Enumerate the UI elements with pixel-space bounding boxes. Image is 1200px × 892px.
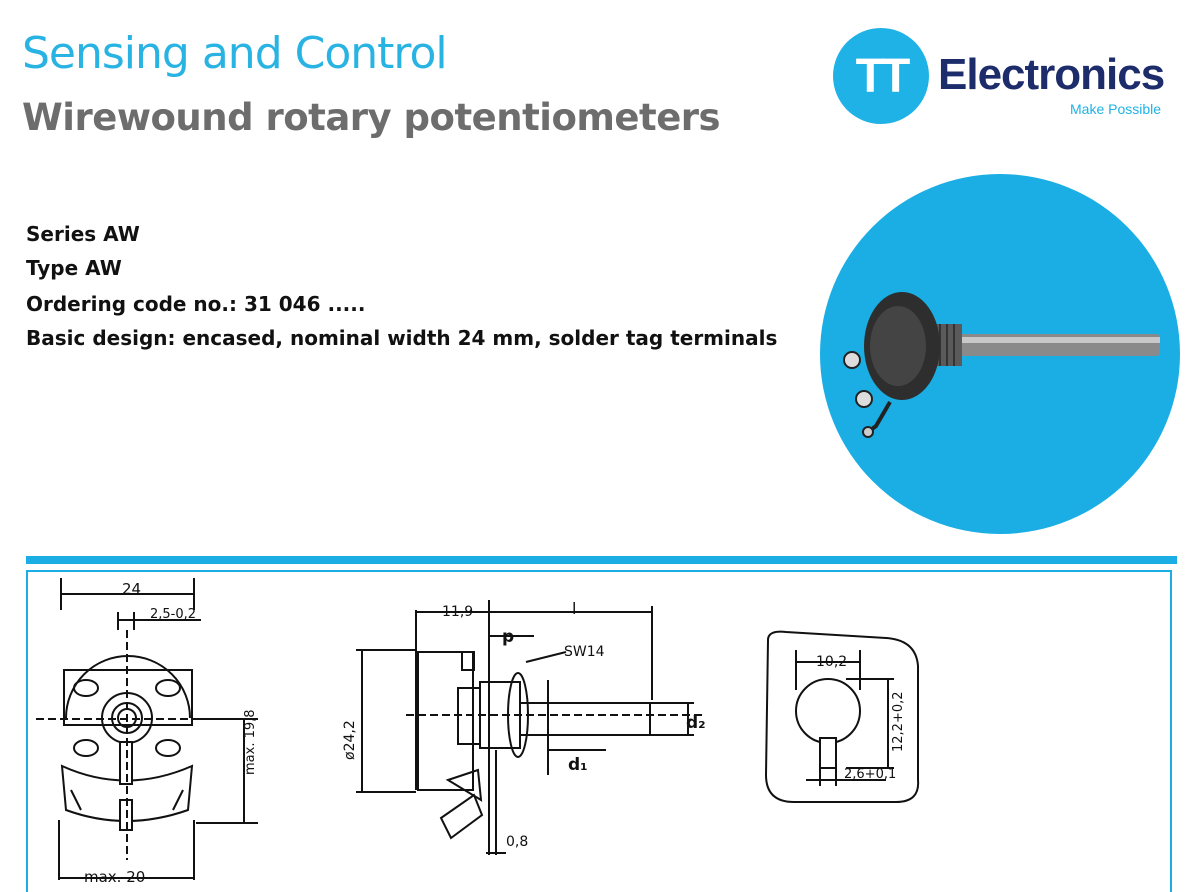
dim-front-slot: 2,5-0,2 — [150, 607, 196, 622]
dim-side-d1: d₁ — [568, 755, 588, 775]
dim-cutout-width: 10,2 — [816, 654, 847, 670]
dim-side-d2: d₂ — [686, 713, 706, 733]
potentiometer-image — [843, 292, 1160, 438]
panel-cutout-view — [764, 630, 920, 803]
dim-side-depth: 11,9 — [442, 604, 473, 620]
dim-side-diameter: ø24,2 — [342, 720, 358, 760]
front-view — [36, 578, 258, 880]
brand-logo-mark: TT — [833, 28, 929, 124]
spec-type: Type AW — [26, 256, 122, 280]
spec-basic-design: Basic design: encased, nominal width 24 … — [26, 326, 778, 350]
side-view — [356, 600, 706, 855]
dim-cutout-height: 12,2+0,2 — [891, 691, 906, 752]
brand-logo-word: Electronics — [938, 50, 1165, 99]
page-title: Sensing and Control — [22, 28, 448, 79]
dim-cutout-slot: 2,6+0,1 — [844, 767, 896, 782]
dim-side-length: l — [572, 599, 576, 618]
dimension-drawing: 24 2,5-0,2 max. 19,8 max. 20 11,9 l p SW… — [36, 578, 920, 886]
dim-front-height: max. 19,8 — [243, 709, 258, 775]
dim-side-wrench: SW14 — [564, 644, 605, 660]
page-subtitle: Wirewound rotary potentiometers — [22, 96, 721, 139]
section-divider — [26, 556, 1177, 564]
drawing-frame — [26, 570, 1172, 892]
spec-series: Series AW — [26, 222, 140, 246]
dim-side-p: p — [502, 627, 514, 647]
dim-side-thickness: 0,8 — [506, 834, 528, 850]
dim-front-width: 24 — [122, 580, 141, 598]
spec-ordering-code: Ordering code no.: 31 046 ..... — [26, 292, 366, 316]
brand-tagline: Make Possible — [1070, 101, 1162, 117]
dim-front-bottom-width: max. 20 — [84, 868, 145, 886]
product-photo — [820, 174, 1180, 534]
